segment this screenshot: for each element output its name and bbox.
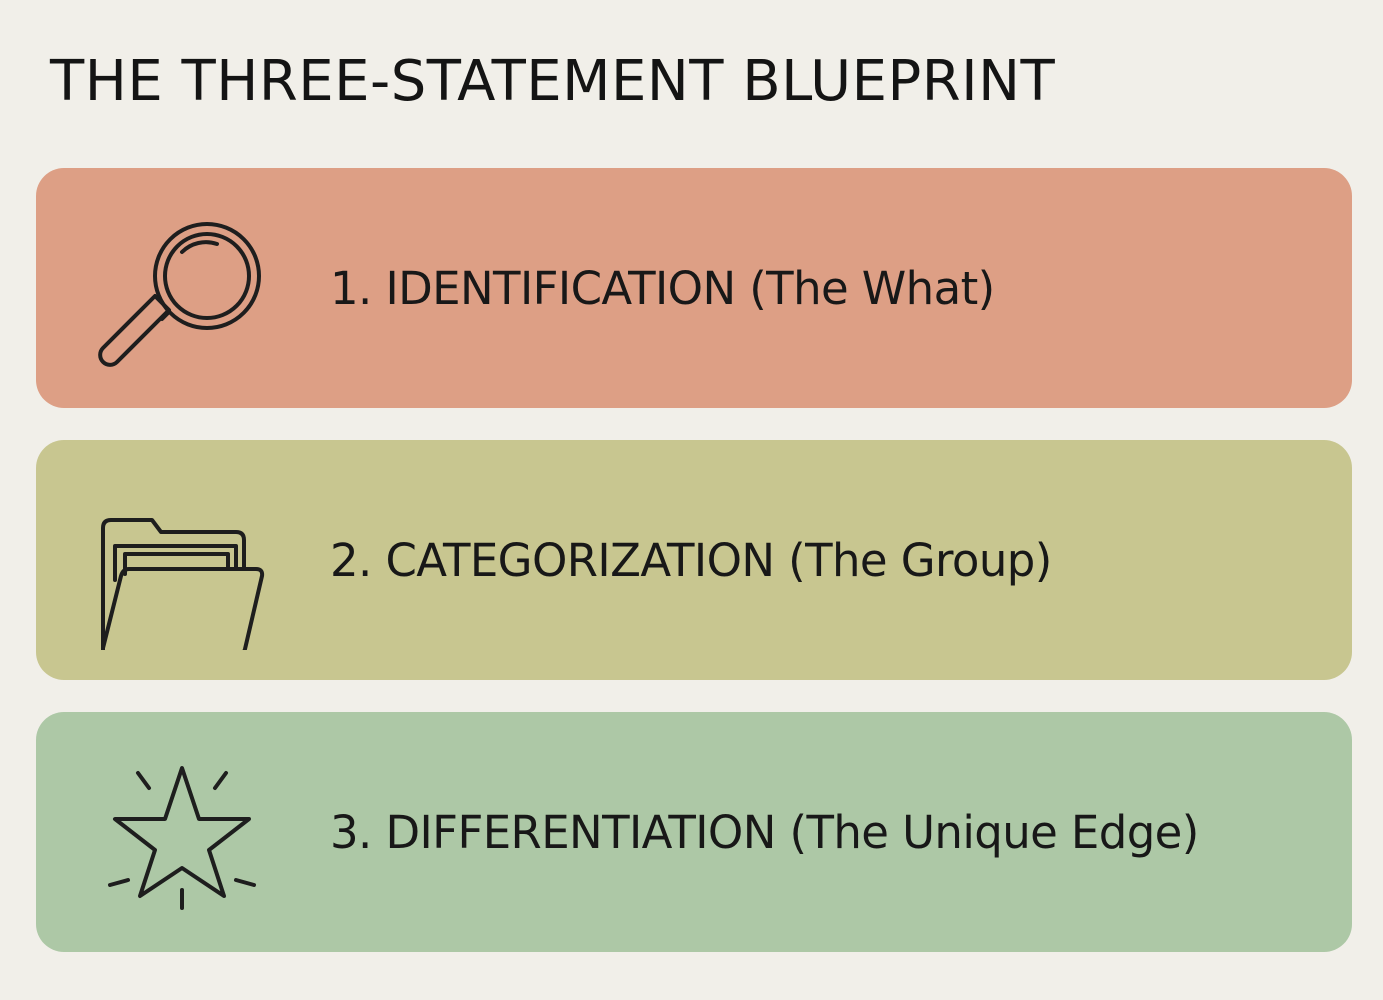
- step-label-categorization: 2. CATEGORIZATION (The Group): [330, 533, 1052, 587]
- step-card-identification: 1. IDENTIFICATION (The What): [36, 168, 1352, 408]
- folder-icon: [96, 470, 276, 650]
- step-card-categorization: 2. CATEGORIZATION (The Group): [36, 440, 1352, 680]
- sparkling-star-icon: [96, 742, 276, 922]
- step-label-differentiation: 3. DIFFERENTIATION (The Unique Edge): [330, 805, 1199, 859]
- step-label-identification: 1. IDENTIFICATION (The What): [330, 261, 995, 315]
- magnifying-glass-icon: [96, 198, 276, 378]
- page-title: THE THREE-STATEMENT BLUEPRINT: [50, 49, 1056, 114]
- step-card-differentiation: 3. DIFFERENTIATION (The Unique Edge): [36, 712, 1352, 952]
